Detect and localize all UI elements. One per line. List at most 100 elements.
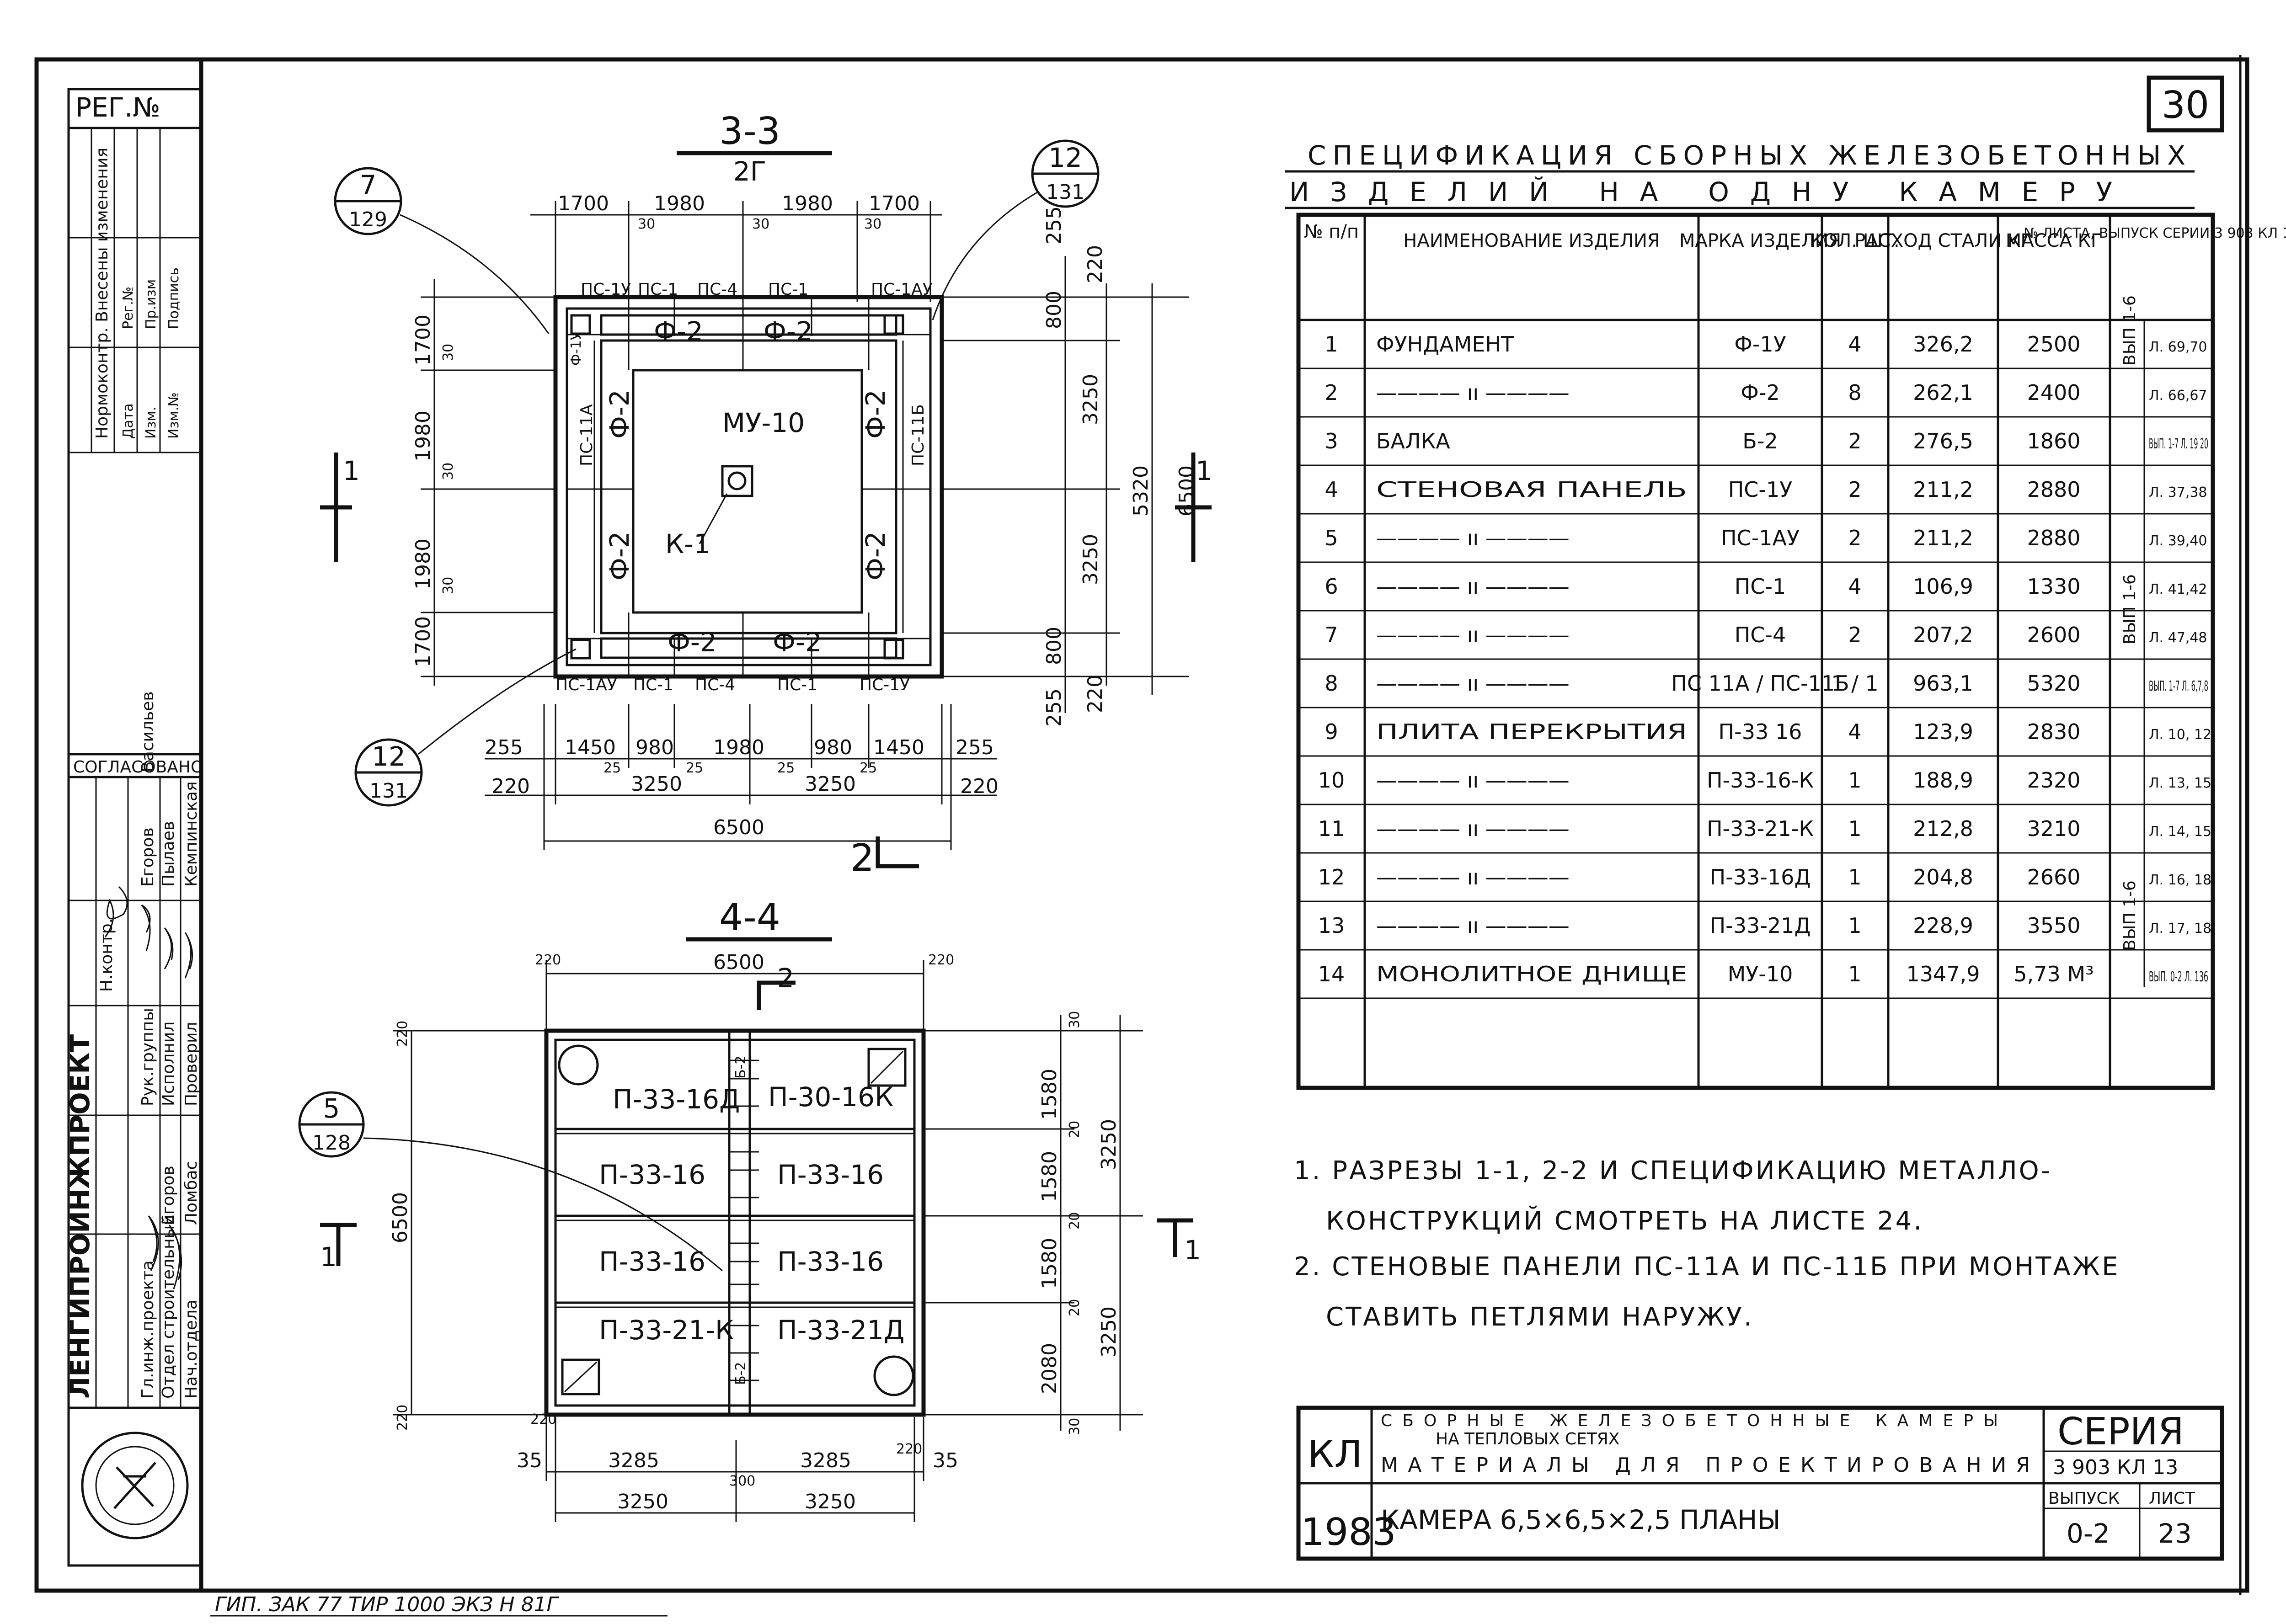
spec-cell-name: ПЛИТА ПЕРЕКРЫТИЯ <box>1376 719 1687 744</box>
spec-cell-name: ———— ıı ———— <box>1376 913 1570 938</box>
spec-cell-mark: П-33 16 <box>1719 719 1802 744</box>
spec-cell-sheet: Л. 14, 15 <box>2149 824 2211 840</box>
name-2: Васильев <box>139 691 157 772</box>
s33-top-dim-1: 1700 <box>558 192 609 215</box>
s44-left-total: 6500 <box>389 1192 412 1243</box>
s33-left-small-1: 30 <box>440 344 456 361</box>
spec-cell-no: 1 <box>1325 332 1338 357</box>
spec-cell-qty: 1 <box>1848 913 1861 938</box>
agreed-label: СОГЛАСОВАНО <box>73 758 203 777</box>
spec-cell-qty: 1 <box>1848 962 1861 986</box>
spec-cell-sheet: Л. 47,48 <box>2149 630 2207 646</box>
s33-right-dim-3: 800 <box>1042 291 1066 329</box>
note-line-1: 1. РАЗРЕЗЫ 1-1, 2-2 И СПЕЦИФИКАЦИЮ МЕТАЛ… <box>1294 1156 2052 1186</box>
s44-bot-side-left: 220 <box>530 1411 556 1427</box>
callout-bottom-left-num: 12 <box>372 741 406 772</box>
s44-mark-left-num: 1 <box>320 1241 337 1273</box>
spec-cell-mark: МУ-10 <box>1728 962 1793 986</box>
s33-bot-row2-2: 3250 <box>631 772 682 796</box>
tb-list-label: ЛИСТ <box>2149 1489 2195 1508</box>
left-stamp: РЕГ.№ Нормоконтр. Внесены изменения Дата… <box>64 88 203 1567</box>
signature-3 <box>164 927 174 969</box>
s33-top-dim-2: 1980 <box>654 192 705 215</box>
s33-top-dim-4: 1700 <box>869 192 920 215</box>
callout-top-right <box>1031 139 1100 208</box>
spec-cell-name: ФУНДАМЕНТ <box>1376 332 1514 357</box>
s33-left-small-2: 30 <box>440 463 456 480</box>
spec-h-qty: КОЛ. ШТ. <box>1810 230 1899 251</box>
role-ispolnil: Исполнил <box>159 1022 178 1106</box>
spec-cell-sheet: Л. 13, 15 <box>2149 775 2211 791</box>
spec-cell-sheet: Л. 16, 18 <box>2149 872 2211 888</box>
spec-cell-steel: 211,2 <box>1913 526 1973 550</box>
s33-bot-dim-6: 1450 <box>873 736 924 759</box>
s33-side-panel-right: ПС-11Б <box>909 404 928 466</box>
s33-found-3: Ф-2 <box>668 627 717 658</box>
spec-title-line2: ИЗДЕЛИЙ НА ОДНУ КАМЕРУ <box>1289 176 2112 208</box>
callout-s44-num: 5 <box>323 1093 340 1124</box>
s44-left-small-top: 220 <box>395 1021 411 1047</box>
s33-found-2: Ф-2 <box>764 316 813 347</box>
spec-cell-mark: Ф-2 <box>1741 380 1779 405</box>
signature-2 <box>141 904 151 951</box>
s33-bot-dim-2: 1450 <box>565 736 616 759</box>
change-col-reg: Рег.№ <box>120 287 136 329</box>
s44-slab-7: П-33-21-К <box>599 1315 734 1346</box>
footer-note: ГИП. ЗАК 77 ТИР 1000 ЭКЗ Н 81Г <box>215 1593 559 1616</box>
s33-sub-bottom: 2 <box>850 836 874 880</box>
callout-top-left-sheet: 129 <box>349 208 387 231</box>
note-line-4: СТАВИТЬ ПЕТЛЯМИ НАРУЖУ. <box>1326 1302 1754 1332</box>
section-4-4: 4-4 Б-2 Б-2 П-33-16Д П-30-16К <box>298 896 1201 1522</box>
s33-bot-small-2: 25 <box>686 760 703 776</box>
signature-4 <box>184 932 193 979</box>
s33-side-found-4: Ф-2 <box>860 531 891 580</box>
spec-cell-steel: 1347,9 <box>1907 962 1980 986</box>
spec-cell-mark: ПС 11А / ПС-11Б <box>1671 671 1849 696</box>
spec-cell-sheet: Л. 69,70 <box>2149 339 2207 355</box>
spec-cell-mass: 2830 <box>2027 719 2080 744</box>
role-otdel: Отдел строительный <box>159 1214 178 1399</box>
section44-title: 4-4 <box>719 896 780 939</box>
s33-side-panel-left: ПС-11А <box>577 404 596 466</box>
spec-cell-name: ———— ıı ———— <box>1376 768 1570 793</box>
callout-s44-sheet: 128 <box>312 1131 351 1155</box>
change-col-sign: Подпись <box>166 267 182 329</box>
spec-cell-steel: 211,2 <box>1913 477 1973 502</box>
spec-cell-mass: 1330 <box>2027 574 2080 599</box>
spec-vyp-group-1: ВЫП 1-6 <box>2120 574 2139 644</box>
s33-top-panel-3: ПС-4 <box>697 280 737 299</box>
spec-cell-steel: 228,9 <box>1913 913 1973 938</box>
s33-right-dim-8: 220 <box>1084 675 1107 713</box>
s44-hatch-2 <box>867 1048 907 1087</box>
notes: 1. РАЗРЕЗЫ 1-1, 2-2 И СПЕЦИФИКАЦИЮ МЕТАЛ… <box>1294 1156 2118 1332</box>
spec-h-mass: МАССА КГ <box>2006 230 2102 251</box>
spec-cell-no: 6 <box>1325 574 1338 599</box>
spec-cell-name: МОНОЛИТНОЕ ДНИЩЕ <box>1376 962 1687 986</box>
s33-mark-right <box>1175 453 1212 562</box>
spec-cell-steel: 204,8 <box>1913 865 1973 889</box>
note-line-2: КОНСТРУКЦИЙ СМОТРЕТЬ НА ЛИСТЕ 24. <box>1326 1206 1923 1236</box>
spec-cell-name: ———— ıı ———— <box>1376 816 1570 841</box>
spec-cell-qty: 2 <box>1848 477 1861 502</box>
sheet-frame <box>34 57 2249 1593</box>
spec-cell-mark: ПС-1АУ <box>1721 526 1800 550</box>
s44-bot-row2-1: 3250 <box>617 1490 668 1513</box>
spec-cell-steel: 262,1 <box>1913 380 1973 405</box>
s44-top-small-right: 220 <box>928 952 954 968</box>
role-gip: Гл.инж.проекта <box>139 1260 157 1399</box>
s44-bot-row2-2: 3250 <box>805 1490 856 1513</box>
spec-cell-mass: 5,73 М³ <box>2014 962 2094 986</box>
s33-side-found-1: Ф-2 <box>604 389 635 439</box>
s33-left-dim-1: 1700 <box>411 314 435 366</box>
s44-right-small-bot: 30 <box>1067 1418 1083 1435</box>
s44-slab-2: П-30-16К <box>768 1081 893 1113</box>
spec-cell-no: 14 <box>1318 962 1345 986</box>
s44-slab-8: П-33-21Д <box>777 1315 904 1346</box>
s33-bot-total: 6500 <box>713 816 764 839</box>
spec-cell-steel: 326,2 <box>1913 332 1973 357</box>
title-block: КЛ 1983 СБОРНЫЕ ЖЕЛЕЗОБЕТОННЫЕ КАМЕРЫ НА… <box>1296 1406 2224 1561</box>
spec-cell-no: 10 <box>1318 768 1345 793</box>
spec-h-sheet: № ЛИСТА, ВЫПУСК СЕРИИ 3 903 КЛ 13 <box>2024 225 2286 241</box>
spec-cell-mark: Ф-1У <box>1734 332 1786 357</box>
